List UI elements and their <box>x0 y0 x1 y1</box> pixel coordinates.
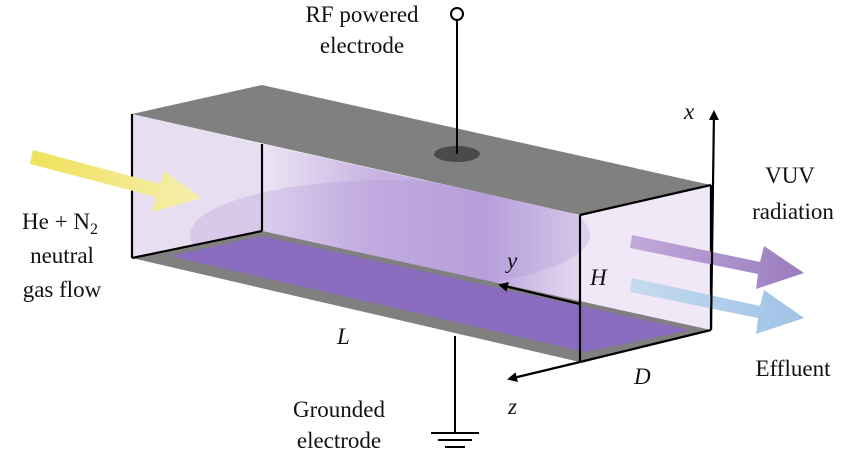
vuv-label-line2: radiation <box>752 199 834 224</box>
rf-electrode-label-line2: electrode <box>320 33 404 58</box>
z-axis-label: z <box>507 394 517 419</box>
rf-electrode-plate <box>132 85 711 215</box>
gas-flow-arrow <box>30 150 202 212</box>
gas-flow-label-line1: He + N2 <box>22 209 98 238</box>
z-axis <box>507 360 581 382</box>
rf-electrode-label-line1: RF powered <box>305 2 419 27</box>
gas-flow-label-line2: neutral <box>30 243 94 268</box>
effluent-arrow <box>630 278 804 334</box>
ground-symbol <box>431 336 479 448</box>
grounded-electrode-label-line1: Grounded <box>293 397 385 422</box>
depth-label: D <box>633 364 651 389</box>
x-axis-label: x <box>683 99 695 124</box>
gas-flow-subscript: 2 <box>90 221 98 238</box>
x-axis <box>708 110 719 331</box>
gas-flow-label-line3: gas flow <box>23 277 102 302</box>
gas-flow-species: He + N <box>22 209 90 234</box>
effluent-label: Effluent <box>756 356 832 381</box>
y-axis <box>498 281 581 306</box>
vuv-arrow <box>630 235 804 289</box>
grounded-electrode-label-line2: electrode <box>297 428 381 453</box>
coordinate-axes <box>498 110 719 382</box>
rf-lead <box>450 7 464 154</box>
length-label: L <box>336 324 350 349</box>
vuv-label-line1: VUV <box>765 163 815 188</box>
height-label: H <box>589 265 608 290</box>
y-axis-label: y <box>505 248 518 273</box>
bottom-plasma-glow <box>170 236 690 352</box>
